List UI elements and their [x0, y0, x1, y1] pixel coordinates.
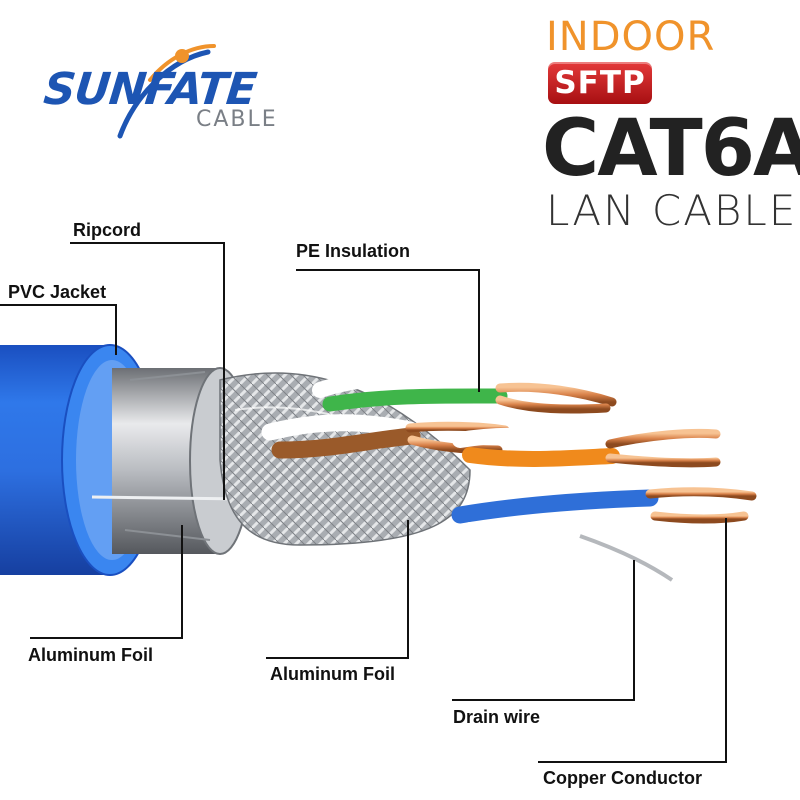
label-drain-wire: Drain wire [453, 707, 540, 728]
label-copper-conductor: Copper Conductor [543, 768, 702, 789]
pair-blue-white [460, 492, 752, 530]
pair-green-white [320, 378, 612, 409]
shield-type-badge: SFTP [548, 62, 652, 104]
label-ripcord: Ripcord [73, 220, 141, 241]
label-aluminum-foil-outer: Aluminum Foil [28, 645, 153, 666]
label-pvc-jacket: PVC Jacket [8, 282, 106, 303]
label-pe-insulation: PE Insulation [296, 241, 410, 262]
cable-category: CAT6A [542, 106, 800, 192]
label-aluminum-foil-inner: Aluminum Foil [270, 664, 395, 685]
ripcord-thread [92, 497, 245, 499]
environment-label: INDOOR [546, 14, 715, 60]
drain-wire-line [580, 536, 672, 580]
product-name: LAN CABLE [546, 186, 797, 235]
logo-subtitle: CABLE [196, 107, 278, 132]
